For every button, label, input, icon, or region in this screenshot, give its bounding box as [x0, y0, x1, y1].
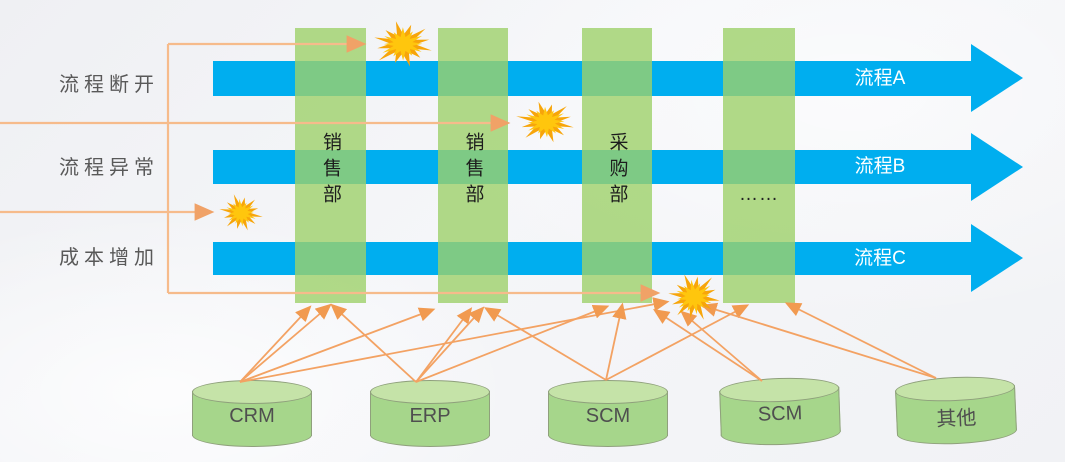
system-label: ERP: [409, 405, 451, 427]
burst-outer-icon: [219, 194, 263, 231]
process-c-arrowhead-icon: [971, 224, 1023, 292]
cylinder-top: [548, 380, 668, 404]
burst-inner-icon: [676, 279, 712, 315]
arrow-scm1-col4: [605, 304, 750, 381]
department-label: 采购部: [606, 132, 628, 210]
arrow-crm-burst: [239, 297, 670, 383]
issue-label-cost: 成本增加: [59, 247, 159, 269]
arrow-crm-col2: [239, 307, 436, 383]
department-column-sales-2: 销售部: [438, 28, 508, 303]
process-a-arrowhead-icon: [971, 44, 1023, 112]
system-cylinder-erp: ERP: [370, 380, 490, 447]
cylinder-top: [370, 380, 490, 404]
department-column-sales-1: 销售部: [295, 28, 366, 303]
process-c-label: 流程C: [854, 248, 906, 269]
burst-inner-icon: [226, 198, 256, 227]
department-label: 销售部: [462, 132, 484, 210]
arrow-scm1-col2: [483, 307, 607, 381]
system-label: CRM: [229, 405, 275, 427]
process-b-arrowhead-icon: [971, 133, 1023, 201]
arrow-crm-col1: [239, 305, 312, 383]
department-column-ellipsis: ……: [723, 28, 795, 303]
system-label: 其他: [935, 407, 977, 431]
arrow-scm2-col3: [652, 309, 763, 382]
system-connection-arrows: [239, 297, 937, 383]
department-label: 销售部: [320, 132, 341, 210]
cylinder-top: [192, 380, 312, 404]
system-cylinder-scm-2: SCM: [718, 375, 842, 448]
system-label: SCM: [585, 405, 631, 427]
system-label: SCM: [757, 402, 803, 426]
burst-outer-icon: [516, 101, 574, 143]
burst-inner-icon: [526, 106, 565, 138]
system-cylinder-crm: CRM: [192, 380, 312, 447]
arrow-scm1-col3: [605, 302, 627, 381]
issue-label-broken: 流程断开: [59, 74, 159, 96]
burst-inner-icon: [382, 27, 423, 61]
arrow-erp-col1: [330, 303, 417, 383]
burst-outer-icon: [668, 274, 720, 320]
department-label: ……: [739, 184, 779, 205]
arrow-scm2-burst: [680, 310, 763, 382]
arrow-erp-col2b: [415, 306, 485, 383]
process-b-label: 流程B: [854, 156, 906, 177]
system-cylinder-other: 其他: [894, 374, 1018, 447]
burst-outer-icon: [374, 21, 432, 67]
arrow-crm-col1b: [239, 303, 332, 383]
issue-label-abnormal: 流程异常: [59, 157, 159, 179]
department-column-purchasing: 采购部: [582, 28, 652, 303]
arrow-erp-col2: [415, 307, 473, 383]
arrow-other-burst: [700, 302, 937, 379]
process-a-label: 流程A: [854, 68, 906, 89]
arrow-other-col4: [784, 302, 937, 379]
system-cylinder-scm-1: SCM: [548, 380, 668, 447]
arrow-erp-col3: [415, 304, 610, 383]
